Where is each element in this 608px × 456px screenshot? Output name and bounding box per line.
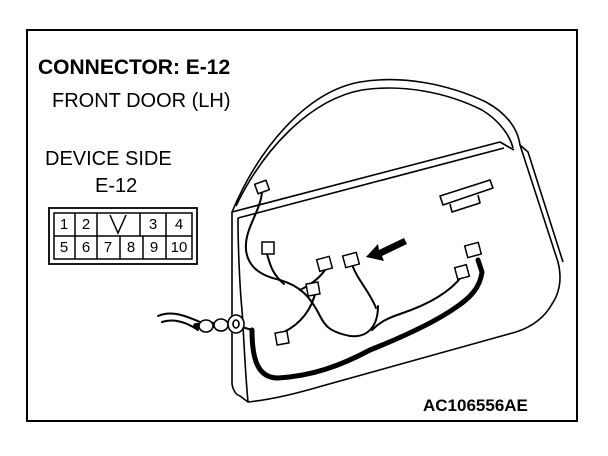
pin-5: 5 xyxy=(60,239,68,256)
harness-connectors xyxy=(253,179,483,346)
front-door-outline xyxy=(231,78,564,403)
pin-7: 7 xyxy=(104,239,112,256)
connector-title: CONNECTOR: E-12 xyxy=(38,56,231,79)
pin-10: 10 xyxy=(171,239,188,256)
pin-4: 4 xyxy=(175,216,183,233)
pointer-arrow-icon xyxy=(366,238,407,261)
pin-9: 9 xyxy=(150,239,158,256)
device-side-label: DEVICE SIDE xyxy=(45,148,172,170)
pin-3: 3 xyxy=(149,216,157,233)
connector-id-label: E-12 xyxy=(95,175,138,197)
pin-1: 1 xyxy=(60,216,68,233)
door-grommet xyxy=(198,314,245,334)
wiring-harness xyxy=(157,189,485,381)
connector-e12-housing xyxy=(341,251,361,269)
diagram-frame xyxy=(26,29,578,422)
pin-6: 6 xyxy=(82,239,90,256)
connector-pin-face: 1 2 3 4 5 6 7 8 9 10 xyxy=(48,207,198,265)
location-subtitle: FRONT DOOR (LH) xyxy=(52,90,231,112)
pin-2: 2 xyxy=(82,216,90,233)
figure-code: AC106556AE xyxy=(423,396,528,415)
pin-8: 8 xyxy=(127,239,135,256)
